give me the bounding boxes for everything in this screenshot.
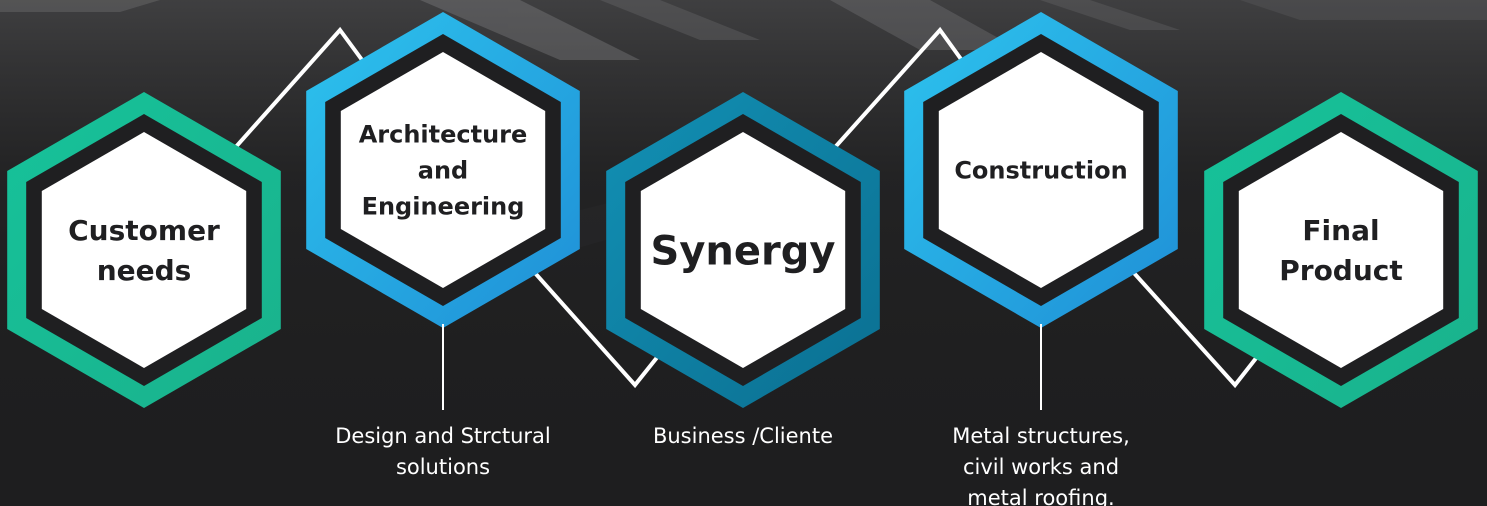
- hexagon-label-architecture-engineering: and: [418, 157, 468, 185]
- hexagon-label-architecture-engineering: Engineering: [362, 193, 525, 221]
- hexagon-face-construction: [938, 52, 1144, 288]
- hexagon-label-customer-needs: needs: [97, 254, 192, 287]
- caption-synergy: Business /Cliente: [653, 424, 833, 448]
- hexagon-synergy: Synergy: [606, 92, 880, 408]
- hexagon-label-final-product: Final: [1302, 214, 1379, 247]
- hexagon-label-synergy: Synergy: [651, 228, 836, 274]
- hexagon-customer-needs: Customer needs: [7, 92, 281, 408]
- caption-construction: civil works and: [963, 455, 1119, 479]
- hexagon-face-architecture-engineering: [340, 52, 546, 288]
- caption-construction: metal roofing.: [967, 486, 1114, 506]
- hexagon-face-final-product: [1238, 132, 1444, 368]
- caption-architecture-engineering: solutions: [396, 455, 490, 479]
- hexagon-face-customer-needs: [41, 132, 247, 368]
- caption-construction: Metal structures,: [952, 424, 1130, 448]
- hexagon-label-architecture-engineering: Architecture: [359, 121, 528, 149]
- hexagon-label-customer-needs: Customer: [68, 214, 220, 247]
- hexagon-group: Customer needs Architecture andEngineeringS…: [7, 12, 1478, 408]
- hexagon-label-final-product: Product: [1279, 254, 1403, 287]
- hexagon-construction: Construction: [904, 12, 1178, 328]
- hexagon-face-synergy: [640, 132, 846, 368]
- caption-group: Design and Strctural solutions Business /C…: [335, 324, 1130, 506]
- caption-architecture-engineering: Design and Strctural: [335, 424, 551, 448]
- hexagon-label-construction: Construction: [954, 157, 1127, 185]
